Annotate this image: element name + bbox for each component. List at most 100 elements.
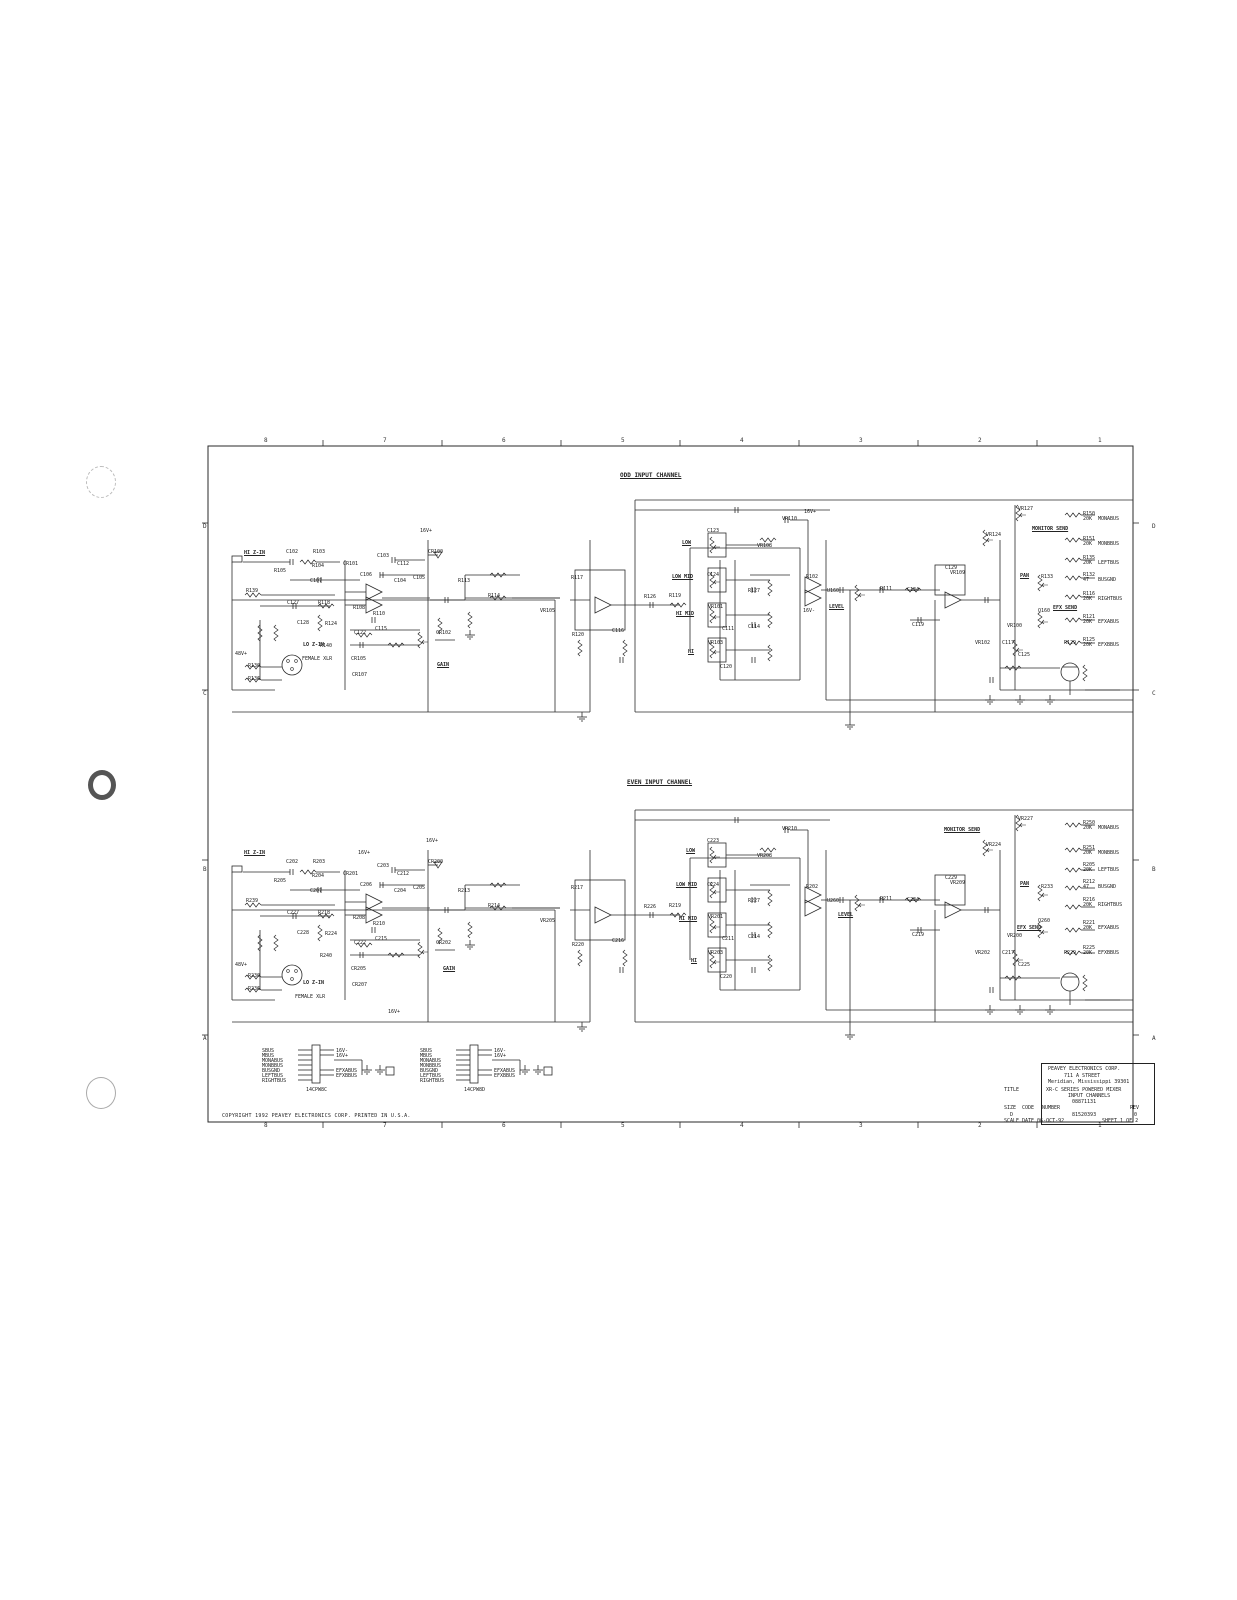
even-female-xlr-label: FEMALE XLR bbox=[295, 994, 326, 1000]
part-ref-label: Q160 bbox=[1038, 608, 1051, 614]
connector-pin-label: RIGHTBUS bbox=[420, 1078, 445, 1084]
odd-efx-send-label: EFX SEND bbox=[1053, 605, 1078, 611]
bus-name: MONBBUS bbox=[1098, 850, 1120, 856]
odd-hpf-feedback-loop bbox=[574, 569, 626, 631]
resistor bbox=[904, 897, 922, 903]
part-ref-label: C222 bbox=[354, 940, 367, 946]
resistor-vertical bbox=[1082, 974, 1088, 992]
odd-post-op-amp bbox=[944, 591, 962, 609]
resistor-vertical bbox=[317, 924, 323, 942]
part-ref-label: VR209 bbox=[950, 880, 966, 886]
even-eq-potentiometer bbox=[713, 854, 720, 860]
even-xlr-pin bbox=[290, 977, 294, 981]
part-ref-label: CR201 bbox=[343, 871, 359, 877]
part-ref-label: R219 bbox=[669, 903, 682, 909]
part-ref-label: VR202 bbox=[975, 950, 991, 956]
even-eq-potentiometer bbox=[713, 959, 720, 965]
odd-16vm-label: 16V- bbox=[803, 608, 816, 614]
connector-right-label: 16V+ bbox=[336, 1053, 349, 1059]
part-ref-label: CR202 bbox=[436, 940, 452, 946]
part-ref-label: R204 bbox=[312, 873, 325, 879]
resistor-vertical bbox=[273, 934, 279, 952]
bus-resistor-ref: R216 bbox=[1083, 897, 1096, 903]
bus-name: EFXABUS bbox=[1098, 619, 1120, 625]
part-ref-label: R108 bbox=[353, 605, 366, 611]
odd-efx-b-potentiometer bbox=[1016, 647, 1023, 653]
odd-eq-potentiometer bbox=[709, 606, 715, 624]
part-ref-label: C107 bbox=[310, 578, 323, 584]
part-ref-label: R133 bbox=[1041, 574, 1054, 580]
part-ref-label: C103 bbox=[377, 553, 390, 559]
bus-resistor-value: 20K bbox=[1083, 825, 1093, 831]
bus-resistor-value: 20K bbox=[1083, 516, 1093, 522]
part-ref-label: VR124 bbox=[986, 532, 1002, 538]
part-ref-label: R129 bbox=[1064, 640, 1077, 646]
tb-rev-label: REV bbox=[1130, 1105, 1140, 1111]
resistor bbox=[759, 537, 777, 543]
odd-monitor-a-potentiometer bbox=[1015, 504, 1021, 522]
part-ref-label: CR102 bbox=[436, 630, 452, 636]
connector-pin-label: MONBBUS bbox=[262, 1063, 284, 1069]
part-ref-label: R102 bbox=[806, 574, 819, 580]
even-16vp-label-3: 16V+ bbox=[388, 1009, 401, 1015]
odd-eq-potentiometer bbox=[709, 536, 715, 554]
odd-hi-z-jack bbox=[231, 555, 243, 563]
connector-cap-symbol bbox=[543, 1066, 553, 1076]
part-ref-label: C106 bbox=[360, 572, 373, 578]
part-ref-label: C217 bbox=[1002, 950, 1015, 956]
even-preamp-op-amp-2 bbox=[365, 893, 383, 911]
part-ref-label: CR101 bbox=[343, 561, 359, 567]
connector-right-label: 16V- bbox=[336, 1048, 349, 1054]
bus-resistor-ref: R125 bbox=[1083, 637, 1096, 643]
bus-resistor-ref: R132 bbox=[1083, 572, 1096, 578]
even-eq-potentiometer bbox=[709, 916, 715, 934]
resistor bbox=[244, 987, 262, 993]
part-ref-label: C202 bbox=[286, 859, 299, 865]
even-monitor-a-potentiometer bbox=[1015, 814, 1021, 832]
odd-level-potentiometer bbox=[858, 592, 865, 598]
odd-bus-resistor bbox=[1064, 594, 1082, 600]
even-eq-potentiometer bbox=[709, 846, 715, 864]
part-ref-label: U160 bbox=[827, 588, 840, 594]
resistor-vertical bbox=[577, 639, 583, 657]
even-eq-potentiometer bbox=[709, 951, 715, 969]
resistor bbox=[355, 942, 373, 948]
odd-bus-resistor bbox=[1064, 512, 1082, 518]
part-ref-label: VR205 bbox=[540, 918, 556, 924]
even-efx-send-label: EFX SEND bbox=[1017, 925, 1042, 931]
part-ref-label: CR207 bbox=[352, 982, 368, 988]
resistor-vertical bbox=[257, 934, 263, 952]
part-ref-label: R110 bbox=[373, 611, 386, 617]
resistor-vertical bbox=[467, 611, 473, 629]
odd-pan-potentiometer bbox=[1041, 582, 1048, 588]
even-bus-resistor bbox=[1064, 950, 1082, 956]
tb-rev: 0 bbox=[1134, 1112, 1138, 1118]
part-ref-label: R114 bbox=[488, 593, 501, 599]
resistor bbox=[317, 603, 335, 609]
part-ref-label: C204 bbox=[394, 888, 407, 894]
bus-name: EFXBBUS bbox=[1098, 642, 1120, 648]
punch-hole-middle bbox=[88, 770, 116, 800]
part-ref-label: C105 bbox=[413, 575, 426, 581]
part-ref-label: R229 bbox=[1064, 950, 1077, 956]
part-ref-label: C116 bbox=[612, 628, 625, 634]
resistor-vertical bbox=[622, 949, 628, 967]
odd-eq-potentiometer bbox=[709, 641, 715, 659]
connector-pin-label: MONABUS bbox=[262, 1058, 284, 1064]
resistor-vertical bbox=[767, 644, 773, 662]
part-ref-label: VR210 bbox=[782, 826, 798, 832]
part-ref-label: R220 bbox=[572, 942, 585, 948]
odd-pan-potentiometer bbox=[1037, 574, 1043, 592]
resistor bbox=[244, 592, 262, 598]
connector-pin-label: BUSGND bbox=[420, 1068, 439, 1074]
part-ref-label: R104 bbox=[312, 563, 325, 569]
even-efx-b-potentiometer bbox=[1012, 949, 1018, 967]
part-ref-label: VR102 bbox=[975, 640, 991, 646]
even-mute-transistor bbox=[1060, 972, 1080, 992]
part-ref-label: VR208 bbox=[757, 853, 773, 859]
bus-resistor-value: 20K bbox=[1083, 560, 1093, 566]
part-ref-label: R105 bbox=[274, 568, 287, 574]
even-xlr-connector bbox=[281, 964, 303, 986]
even-diode bbox=[433, 861, 443, 869]
